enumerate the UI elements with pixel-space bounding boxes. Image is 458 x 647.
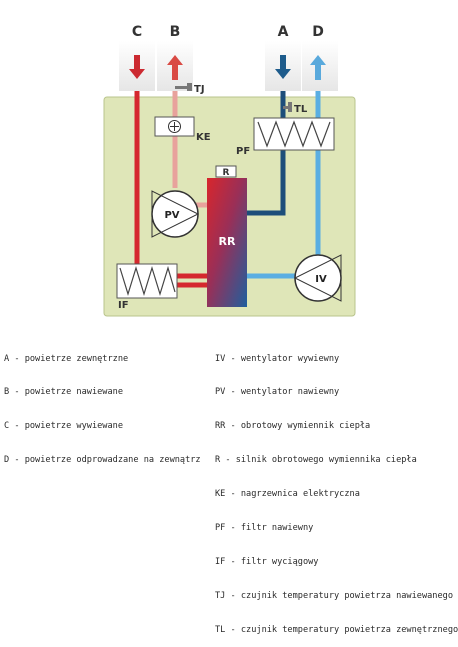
legend-item: PF - filtr nawiewny bbox=[215, 523, 314, 534]
ventilation-unit-diagram: C B A D TJ TL bbox=[103, 24, 356, 317]
if-label: IF bbox=[118, 300, 129, 311]
pv-label: PV bbox=[164, 210, 179, 221]
pv-fan bbox=[151, 190, 200, 238]
arrow-down-a-icon bbox=[275, 55, 291, 79]
iv-fan bbox=[293, 254, 342, 302]
r-motor bbox=[215, 165, 237, 178]
ke-label: KE bbox=[196, 132, 211, 143]
legend-item: IV - wentylator wywiewny bbox=[215, 353, 340, 364]
tj-label: TJ bbox=[194, 84, 205, 95]
legend-item: KE - nagrzewnica elektryczna bbox=[215, 489, 360, 500]
pf-filter bbox=[253, 117, 335, 151]
column-label-d: D bbox=[312, 24, 324, 40]
tl-label: TL bbox=[294, 104, 308, 115]
pf-label: PF bbox=[236, 146, 250, 157]
legend-item: B - powietrze nawiewane bbox=[4, 387, 123, 398]
iv-label: IV bbox=[315, 274, 327, 285]
legend-item: TL - czujnik temperatury powietrza zewnę… bbox=[215, 624, 458, 635]
column-label-c: C bbox=[132, 24, 142, 40]
duct-outdoor-a bbox=[247, 91, 286, 216]
legend-item: D - powietrze odprowadzane na zewnątrz bbox=[4, 455, 201, 466]
legend-item: PV - wentylator nawiewny bbox=[215, 387, 340, 398]
arrow-up-b-icon bbox=[167, 55, 183, 80]
column-label-b: B bbox=[170, 24, 181, 40]
rr-exchanger bbox=[207, 178, 247, 307]
legend-item: C - powietrze wywiewane bbox=[4, 421, 123, 432]
if-filter bbox=[116, 263, 178, 299]
legend-item: RR - obrotowy wymiennik ciepła bbox=[215, 421, 371, 432]
rr-label: RR bbox=[219, 235, 236, 248]
legend-item: R - silnik obrotowego wymiennika ciepła bbox=[215, 455, 417, 466]
r-label: R bbox=[223, 168, 230, 178]
arrow-down-c-icon bbox=[129, 55, 145, 79]
tl-sensor bbox=[283, 102, 292, 112]
ke-heater bbox=[154, 116, 195, 137]
legend-components: IV - wentylator wywiewny PV - wentylator… bbox=[215, 331, 458, 647]
legend-item: IF - filtr wyciągowy bbox=[215, 556, 319, 567]
arrow-up-d-icon bbox=[310, 55, 326, 80]
tj-sensor bbox=[175, 83, 192, 91]
legend-item: A - powietrze zewnętrzne bbox=[4, 353, 129, 364]
column-label-a: A bbox=[278, 24, 289, 40]
legend-item: TJ - czujnik temperatury powietrza nawie… bbox=[215, 590, 453, 601]
legend-air-streams: A - powietrze zewnętrzne B - powietrze n… bbox=[4, 331, 201, 478]
